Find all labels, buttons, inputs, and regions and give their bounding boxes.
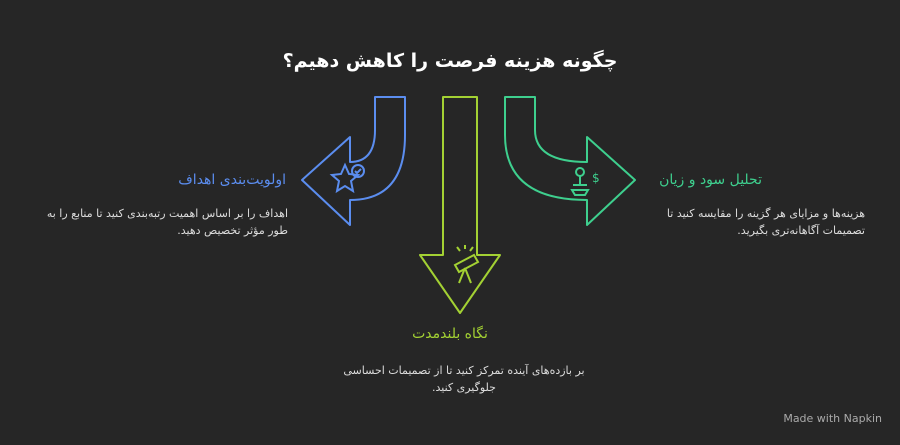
body-long-term: بر بازده‌های آینده تمرکز کنید تا از تصمی…: [343, 364, 585, 394]
star-check-icon: [329, 162, 365, 194]
telescope-icon: [453, 245, 480, 284]
heading-long-term: نگاه بلندمدت: [412, 326, 488, 342]
arrow-right-green: [504, 96, 636, 226]
svg-text:$: $: [592, 171, 600, 185]
arrow-left-blue: [301, 96, 406, 226]
scale-money-icon: $: [570, 167, 600, 196]
napkin-watermark: Made with Napkin: [783, 412, 882, 425]
heading-prioritize: اولویت‌بندی اهداف: [178, 172, 286, 188]
diagram-title: چگونه هزینه فرصت را کاهش دهیم؟: [282, 50, 618, 72]
arrow-down-lime: [419, 96, 501, 314]
body-prioritize: اهداف را بر اساس اهمیت رتبه‌بندی کنید تا…: [46, 207, 288, 237]
body-cost-benefit: هزینه‌ها و مزایای هر گزینه را مقایسه کنی…: [666, 207, 865, 237]
heading-cost-benefit: تحلیل سود و زیان: [659, 172, 762, 188]
